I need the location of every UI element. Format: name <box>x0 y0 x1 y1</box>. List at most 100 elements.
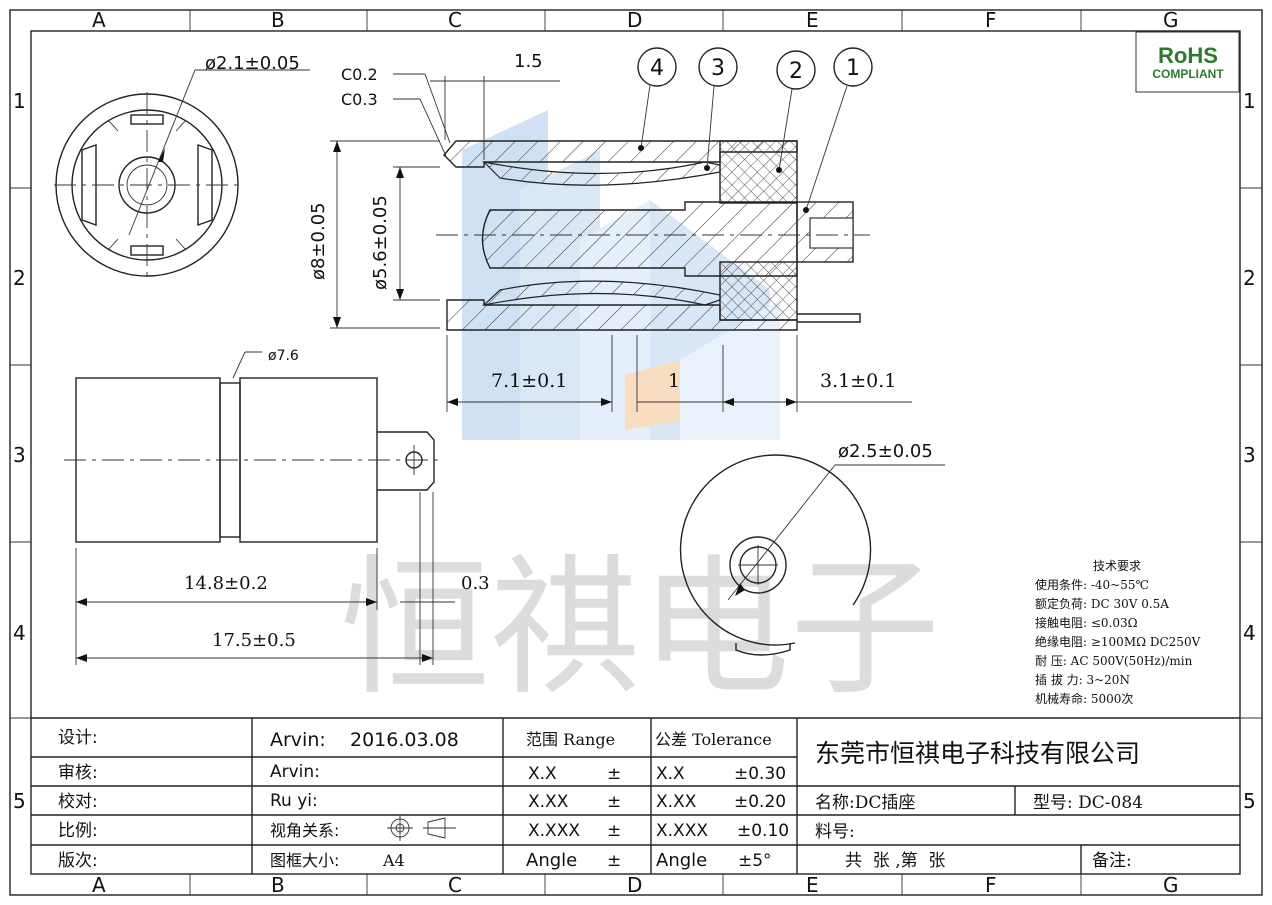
part-number-label: 料号: <box>815 822 855 842</box>
title-block-grid <box>31 717 1240 874</box>
balloon-2: 2 <box>789 59 803 84</box>
tol-row-3-value: ±0.10 <box>737 821 789 841</box>
rohs-subtitle: COMPLIANT <box>1152 67 1224 81</box>
title-block: 设计: 审核: 校对: 比例: 版次: Arvin: 2016.03.08 Ar… <box>58 728 1143 871</box>
company-name: 东莞市恒祺电子科技有限公司 <box>815 739 1140 768</box>
col-label-c-bottom: C <box>448 873 462 897</box>
tol-row-4-label: Angle <box>656 850 707 871</box>
tech-line-2: 额定负荷: DC 30V 0.5A <box>1035 596 1169 611</box>
dim-len148: 14.8±0.2 <box>184 573 268 594</box>
grid-labels: A B C D E F G A B C D E F G 1 2 3 4 5 1 … <box>13 8 1256 897</box>
balloon-3: 3 <box>711 56 725 81</box>
col-label-d-bottom: D <box>627 873 642 897</box>
tech-line-6: 插 拔 力: 3~20N <box>1035 672 1130 687</box>
dim-d8: ø8±0.05 <box>308 202 329 280</box>
remark-label: 备注: <box>1092 851 1132 871</box>
model-number: 型号: DC-084 <box>1033 793 1143 813</box>
row-label-1-right: 1 <box>1243 89 1256 113</box>
tol-row-1-label: X.X <box>656 764 685 784</box>
tech-line-4: 绝缘电阻: ≥100MΩ DC250V <box>1035 634 1201 649</box>
row-label-2-right: 2 <box>1243 266 1256 290</box>
outer-border <box>9 9 1263 896</box>
watermark-text: 恒祺电子 <box>340 542 940 716</box>
range-row-2-label: X.XX <box>528 792 569 812</box>
tech-line-5: 耐 压: AC 500V(50Hz)/min <box>1035 654 1193 668</box>
row-label-2: 2 <box>13 266 26 290</box>
dim-len31: 3.1±0.1 <box>820 370 896 392</box>
projection-symbol-icon <box>387 815 456 841</box>
dim-d76: ø7.6 <box>268 348 299 364</box>
frame-size: A4 <box>382 851 405 870</box>
rohs-badge: RoHS COMPLIANT <box>1135 31 1240 93</box>
sheet-count: 共 张 ,第 张 <box>845 851 945 871</box>
col-label-d: D <box>627 8 642 32</box>
inner-border <box>30 30 1241 875</box>
col-label-b-bottom: B <box>271 873 285 897</box>
design-label: 设计: <box>58 728 98 748</box>
row-label-4: 4 <box>13 621 26 645</box>
section-view <box>330 73 912 412</box>
dim-len15: 1.5 <box>514 51 543 72</box>
review-label: 审核: <box>58 763 98 783</box>
range-row-4-sign: ± <box>607 851 621 871</box>
dim-d56: ø5.6±0.05 <box>370 195 391 290</box>
row-label-5: 5 <box>13 789 26 813</box>
part-name: 名称:DC插座 <box>815 793 915 813</box>
checker-name: Ru yi: <box>270 791 318 811</box>
col-label-f: F <box>985 8 997 32</box>
balloons <box>637 47 873 213</box>
row-label-4-right: 4 <box>1243 621 1256 645</box>
col-label-f-bottom: F <box>985 873 997 897</box>
col-label-e-bottom: E <box>806 873 819 897</box>
tolerance-header: 公差 Tolerance <box>655 730 772 749</box>
dim-d21: ø2.1±0.05 <box>205 53 300 74</box>
tol-row-3-label: X.XXX <box>656 821 708 841</box>
col-label-b: B <box>271 8 285 32</box>
balloon-4: 4 <box>650 56 664 81</box>
scale-label: 比例: <box>58 821 98 841</box>
col-label-a-bottom: A <box>92 873 106 897</box>
dim-c03: C0.3 <box>341 90 378 109</box>
check-label: 校对: <box>58 792 98 812</box>
range-header: 范围 Range <box>526 730 615 749</box>
design-date: 2016.03.08 <box>350 729 459 751</box>
tol-row-2-label: X.XX <box>656 792 697 812</box>
range-row-1-label: X.X <box>528 764 557 784</box>
range-row-4-label: Angle <box>526 850 577 871</box>
dim-len71: 7.1±0.1 <box>491 370 567 392</box>
side-view <box>64 351 455 665</box>
front-view <box>54 69 310 278</box>
col-label-e: E <box>806 8 819 32</box>
col-label-c: C <box>448 8 462 32</box>
balloon-1: 1 <box>846 56 860 81</box>
col-label-g: G <box>1163 8 1179 32</box>
col-label-a: A <box>92 8 106 32</box>
tech-line-7: 机械寿命: 5000次 <box>1035 691 1133 706</box>
row-label-3: 3 <box>13 443 26 467</box>
designer-name: Arvin: <box>270 729 326 751</box>
tech-line-1: 使用条件: -40~55℃ <box>1035 577 1149 592</box>
row-label-1: 1 <box>13 89 26 113</box>
dim-len03: 0.3 <box>461 573 490 594</box>
tol-row-2-value: ±0.20 <box>734 792 786 812</box>
tol-row-1-value: ±0.30 <box>734 764 786 784</box>
frame-label: 图框大小: <box>270 851 339 870</box>
dim-len1: 1 <box>668 370 680 392</box>
dim-len175: 17.5±0.5 <box>212 630 296 651</box>
tech-requirements: 技术要求 使用条件: -40~55℃ 额定负荷: DC 30V 0.5A 接触电… <box>1035 559 1201 706</box>
tech-line-3: 接触电阻: ≤0.03Ω <box>1035 615 1138 630</box>
reviewer-name: Arvin: <box>270 762 320 782</box>
tech-title: 技术要求 <box>1093 559 1141 573</box>
range-row-3-sign: ± <box>607 821 621 841</box>
rohs-title: RoHS <box>1158 43 1218 68</box>
tol-row-4-value: ±5° <box>738 851 772 871</box>
range-row-1-sign: ± <box>607 764 621 784</box>
col-label-g-bottom: G <box>1163 873 1179 897</box>
dim-c02: C0.2 <box>341 65 378 84</box>
range-row-3-label: X.XXX <box>528 821 580 841</box>
rear-view <box>679 454 945 656</box>
row-label-3-right: 3 <box>1243 443 1256 467</box>
version-label: 版次: <box>58 851 98 871</box>
dim-d25: ø2.5±0.05 <box>838 441 933 462</box>
